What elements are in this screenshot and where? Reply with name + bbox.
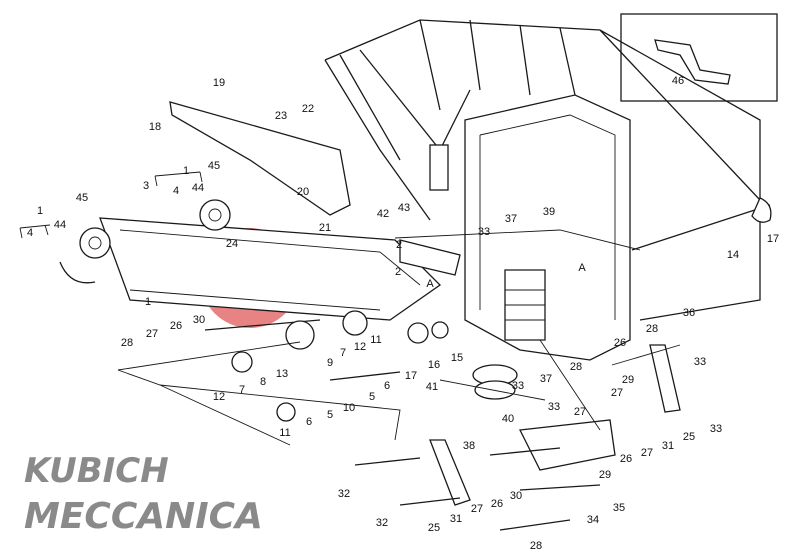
shock-absorber-drawing <box>429 144 546 400</box>
part-label: 45 <box>76 192 88 204</box>
part-label: 6 <box>384 380 390 392</box>
inset-box <box>620 13 778 102</box>
part-label: 26 <box>614 337 626 349</box>
part-label: 8 <box>260 376 266 388</box>
part-label: 15 <box>451 352 463 364</box>
part-label: 44 <box>192 182 204 194</box>
part-label: 11 <box>279 427 290 439</box>
part-label: 24 <box>226 238 238 250</box>
part-label: 32 <box>338 488 350 500</box>
part-label: 30 <box>510 490 522 502</box>
part-label: 27 <box>574 406 586 418</box>
part-label: 11 <box>370 334 381 346</box>
part-label: 45 <box>208 160 220 172</box>
part-label: 1 <box>37 205 43 217</box>
part-label: 31 <box>662 440 674 452</box>
part-label: 38 <box>463 440 475 452</box>
part-label: 4 <box>173 185 179 197</box>
part-label: 10 <box>343 402 355 414</box>
linkage-drawing <box>19 171 681 531</box>
part-label: 33 <box>478 226 490 238</box>
part-label: 20 <box>297 186 309 198</box>
part-label: 27 <box>471 503 483 515</box>
watermark-text-2: MECCANICA <box>24 496 263 537</box>
part-label: 12 <box>354 341 366 353</box>
part-label: 37 <box>505 213 517 225</box>
part-label: 27 <box>146 328 158 340</box>
part-label: 13 <box>276 368 288 380</box>
part-label: 25 <box>428 522 440 534</box>
part-label: 33 <box>512 380 524 392</box>
part-label: 12 <box>213 391 225 403</box>
part-label: 26 <box>620 453 632 465</box>
part-label: 29 <box>599 469 611 481</box>
part-label: 25 <box>683 431 695 443</box>
part-label: 39 <box>543 206 555 218</box>
part-label: 21 <box>319 222 331 234</box>
part-label: 2 <box>396 239 402 251</box>
part-label: 17 <box>405 370 417 382</box>
part-label: 43 <box>398 202 410 214</box>
part-label: 6 <box>306 416 312 428</box>
part-label: 37 <box>540 373 552 385</box>
part-label: 44 <box>54 219 66 231</box>
part-label: 18 <box>149 121 161 133</box>
part-label: 1 <box>145 296 151 308</box>
part-label: 26 <box>491 498 503 510</box>
part-label: 46 <box>672 75 684 87</box>
part-label: 29 <box>622 374 634 386</box>
part-label: 28 <box>121 337 133 349</box>
part-label: 5 <box>327 409 333 421</box>
part-label: 28 <box>530 540 542 552</box>
frame-drawing <box>324 19 772 361</box>
part-label: 36 <box>683 307 695 319</box>
part-label: 9 <box>327 357 333 369</box>
part-label: 33 <box>548 401 560 413</box>
part-label: 23 <box>275 110 287 122</box>
part-label: 32 <box>376 517 388 529</box>
part-label: 31 <box>450 513 462 525</box>
part-label: 33 <box>710 423 722 435</box>
part-label: 28 <box>570 361 582 373</box>
part-label: 7 <box>239 384 245 396</box>
part-label: 22 <box>302 103 314 115</box>
part-label: 17 <box>767 233 779 245</box>
part-label: 33 <box>694 356 706 368</box>
watermark-text-1: KUBICH <box>24 451 169 491</box>
part-label: 5 <box>369 391 375 403</box>
part-label: 4 <box>27 227 33 239</box>
part-label: 42 <box>377 208 389 220</box>
part-label: A <box>426 278 434 290</box>
part-label: 40 <box>502 413 514 425</box>
swingarm-drawing <box>59 101 461 321</box>
part-label: 1 <box>183 165 189 177</box>
part-label: 34 <box>587 514 599 526</box>
part-label: 28 <box>646 323 658 335</box>
part-label: 16 <box>428 359 440 371</box>
part-label: 3 <box>143 180 149 192</box>
part-label: 27 <box>611 387 623 399</box>
part-label: 26 <box>170 320 182 332</box>
part-label: 19 <box>213 77 225 89</box>
part-label: 7 <box>340 347 346 359</box>
part-label: 2 <box>395 266 401 278</box>
part-label: 30 <box>193 314 205 326</box>
part-label: 14 <box>727 249 739 261</box>
part-label: 27 <box>641 447 653 459</box>
part-number-labels: 19 22 23 18 45 1 3 4 44 45 1 44 4 20 21 … <box>27 75 779 552</box>
part-label: 35 <box>613 502 625 514</box>
part-label: 41 <box>426 381 438 393</box>
part-label: A <box>578 262 586 274</box>
